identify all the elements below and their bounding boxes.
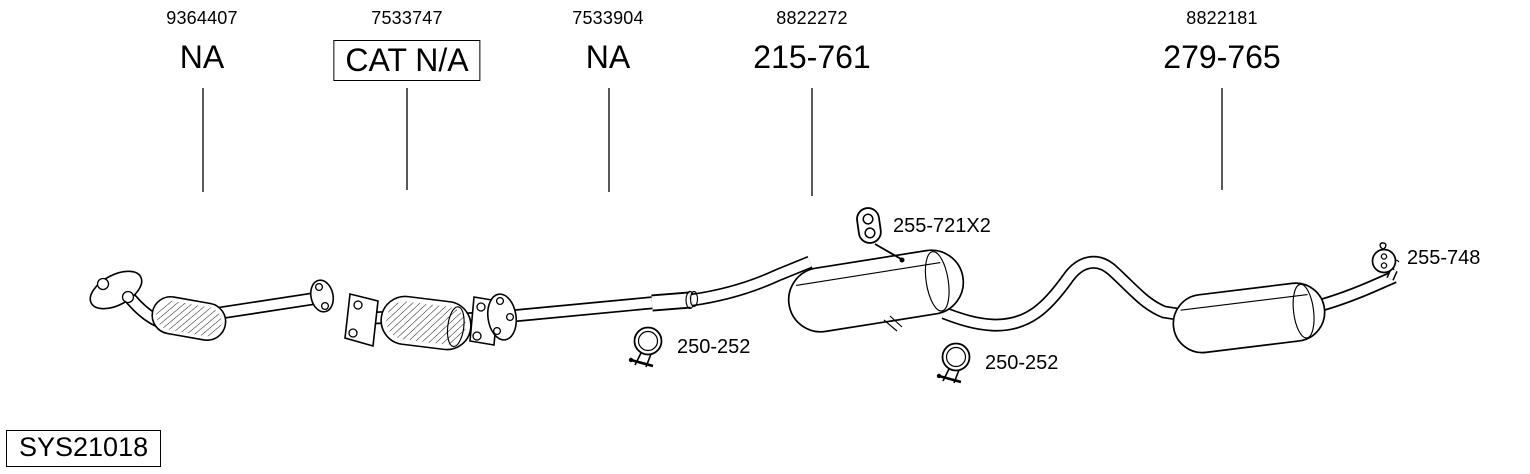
part-label: NA [585, 39, 631, 75]
system-code-box: SYS21018 [6, 430, 162, 467]
part-number: 8822181 [1186, 8, 1258, 28]
middle-muffler-drawing [691, 243, 1191, 333]
clamp-icon [628, 326, 663, 368]
callout-clamp-front: 250-252 [626, 324, 750, 370]
part-number: 7533747 [371, 8, 443, 28]
part-label: 279-765 [1163, 39, 1281, 75]
middle-pipe-drawing [486, 290, 694, 341]
part-number: 9364407 [166, 8, 238, 28]
callout-clamp-rear: 250-252 [934, 340, 1058, 386]
callout-label: 250-252 [985, 351, 1059, 374]
callout-label: 255-748 [1407, 247, 1481, 269]
part-label: CAT N/A [333, 40, 481, 81]
callout-tail-hanger: 255-748 [1370, 240, 1480, 277]
hanger-icon [856, 207, 882, 244]
clamp-icon [936, 342, 971, 384]
part-column-rear-muffler: 8822181 279-765 [1163, 0, 1280, 75]
callout-hanger: 255-721X2 [854, 206, 991, 246]
part-column-front-pipe: 9364407 NA [166, 0, 237, 75]
hanger-hook-icon [1371, 242, 1397, 274]
callout-label: 255-721X2 [893, 214, 991, 237]
part-number: 7533904 [572, 8, 644, 28]
leader-lines [202, 88, 1223, 196]
front-pipe-drawing [89, 270, 335, 342]
part-column-catalyst: 7533747 CAT N/A [333, 0, 481, 81]
part-column-middle-pipe: 7533904 NA [572, 0, 643, 75]
system-code: SYS21018 [19, 432, 149, 462]
part-label: 215-761 [753, 39, 871, 75]
part-label: NA [179, 39, 225, 75]
part-column-middle-muffler: 8822272 215-761 [753, 0, 870, 75]
part-number: 8822272 [776, 8, 848, 28]
catalytic-converter-drawing [344, 293, 499, 351]
rear-muffler-drawing [1172, 259, 1399, 354]
callout-label: 250-252 [677, 335, 751, 358]
